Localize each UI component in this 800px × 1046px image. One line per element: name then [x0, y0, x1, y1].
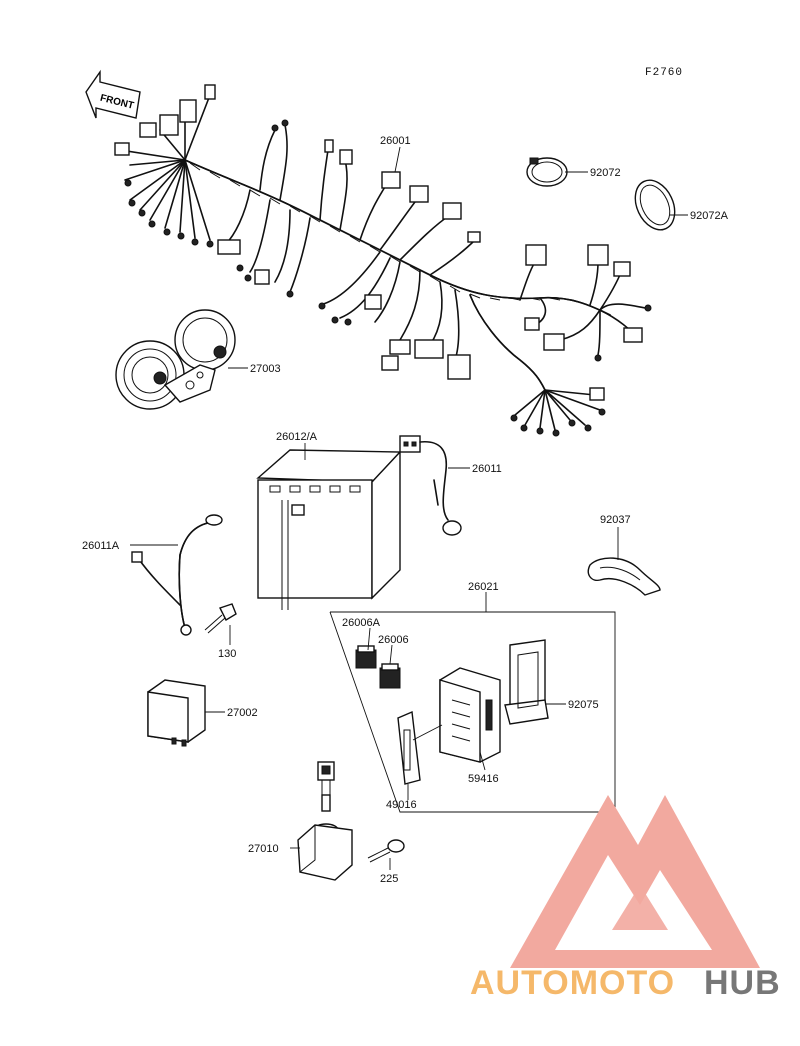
part-label-fuse-case: 59416	[468, 773, 499, 785]
part-label-bracket: 49016	[386, 799, 417, 811]
part-label-harness: 26001	[380, 135, 411, 147]
part-label-lead-wire: 26011	[472, 463, 502, 475]
battery-illustration	[256, 449, 402, 610]
clamp-illustration	[587, 557, 661, 596]
part-label-bolt-a: 130	[218, 648, 236, 660]
band-illustration	[526, 157, 676, 231]
part-label-relay: 27002	[227, 707, 258, 719]
relay-illustration	[147, 679, 206, 747]
part-label-fuse-a: 26006A	[342, 617, 381, 629]
starter-relay-illustration	[297, 761, 353, 881]
reference-code: F2760	[645, 67, 683, 79]
part-label-battery-cable: 26011A	[82, 540, 120, 552]
lead-wire-illustration	[399, 435, 462, 536]
part-label-starter-relay: 27010	[248, 843, 279, 855]
part-label-fuse-b: 26006	[378, 634, 409, 646]
watermark-text-part1: AUTOMOTO	[470, 964, 675, 1002]
fuse-illustration	[355, 645, 401, 689]
part-label-cover: 92075	[568, 699, 599, 711]
part-label-band-a: 92072	[590, 167, 621, 179]
horn-illustration	[115, 309, 236, 410]
battery-cable-illustration	[131, 514, 223, 636]
leader-lines	[130, 146, 688, 870]
front-arrow-icon: FRONT	[85, 69, 141, 119]
part-label-clamp: 92037	[600, 514, 631, 526]
bracket-illustration	[397, 710, 421, 785]
cover-illustration	[504, 639, 549, 725]
wiring-harness-illustration	[114, 84, 652, 437]
fuse-case-illustration	[439, 667, 501, 763]
watermark-text-part2: HUB	[704, 964, 781, 1002]
part-label-battery: 26012/A	[276, 431, 318, 443]
bolt-illustration	[204, 603, 237, 634]
part-label-bolt-b: 225	[380, 873, 398, 885]
part-label-fuse-box-assy: 26021	[468, 581, 499, 593]
part-label-band-b: 92072A	[690, 210, 729, 222]
part-label-horn: 27003	[250, 363, 281, 375]
bolt-illustration	[367, 839, 405, 863]
watermark-logo: AUTOMOTO HUB	[470, 795, 781, 1002]
